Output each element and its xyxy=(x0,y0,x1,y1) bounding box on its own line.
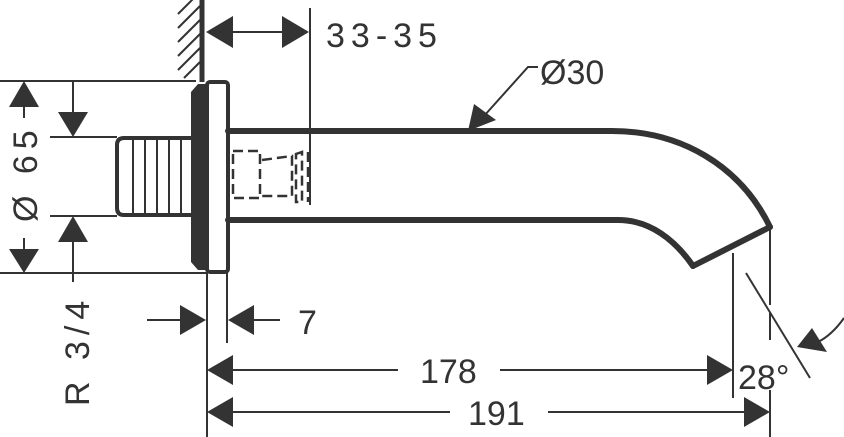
projection-total-label: 191 xyxy=(468,395,525,433)
dimension-projection-inner: 178 xyxy=(207,253,734,398)
wall-projection-label: 33-35 xyxy=(326,17,443,55)
hidden-fixing xyxy=(231,149,310,204)
dimension-flange-diameter: Ø 65 xyxy=(7,81,45,273)
wall xyxy=(177,0,205,82)
dimension-wall-projection: 33-35 xyxy=(206,8,443,205)
dimension-flange-thickness: 7 xyxy=(147,272,317,437)
flange xyxy=(191,80,230,274)
flange-diameter-label: Ø 65 xyxy=(7,124,45,222)
spout-body xyxy=(225,128,773,269)
dimension-projection-total: 191 xyxy=(207,228,771,437)
thread-label: R 3/4 xyxy=(59,295,97,406)
wall-hatching xyxy=(177,0,201,79)
threaded-connector xyxy=(115,136,193,217)
outlet-angle-label: 28° xyxy=(738,359,789,397)
dimension-thread: R 3/4 xyxy=(58,80,97,406)
dimension-pipe-diameter: Ø30 xyxy=(468,54,604,131)
dimension-outlet-angle: 28° xyxy=(738,272,844,397)
projection-inner-label: 178 xyxy=(420,353,477,391)
pipe-diameter-label: Ø30 xyxy=(540,54,604,92)
flange-thickness-label: 7 xyxy=(298,304,317,342)
flange-back xyxy=(191,84,207,270)
flange-front xyxy=(205,80,230,274)
left-extension-lines xyxy=(0,80,207,274)
